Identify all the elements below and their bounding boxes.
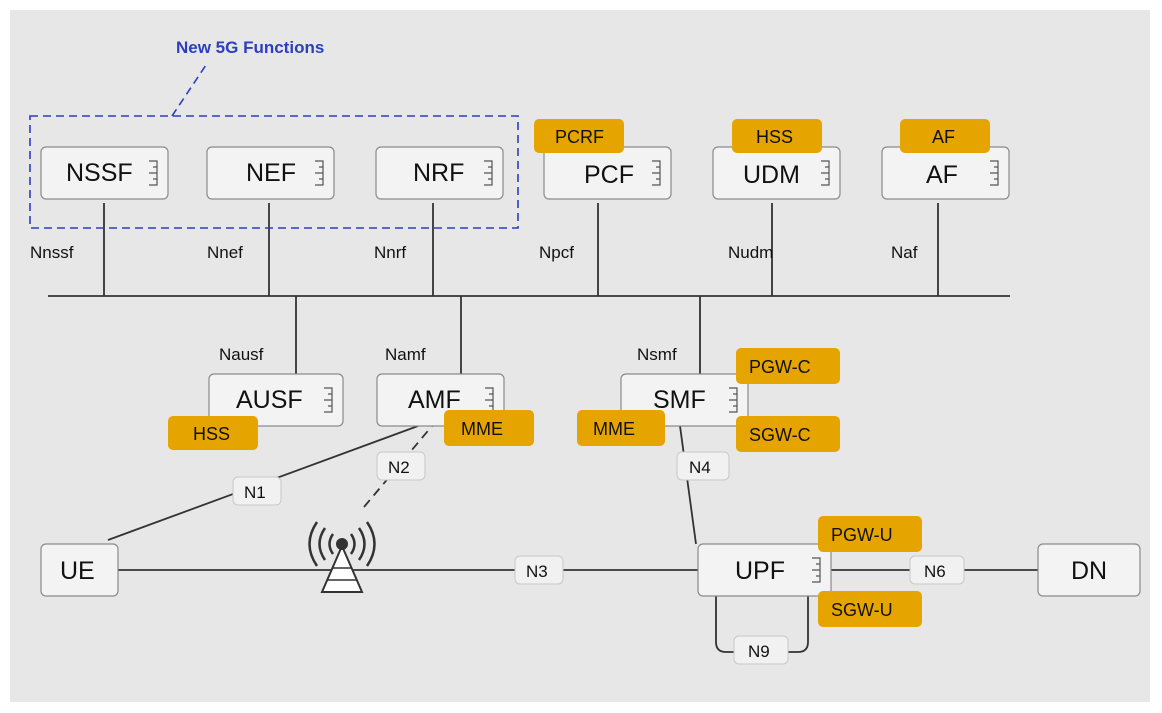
smf-label: SMF: [653, 386, 706, 414]
legacy-tag-hss-udm: HSS: [732, 119, 822, 153]
legacy-tag-sgw-c: SGW-C: [736, 416, 840, 452]
legacy-tag-hss-ausf: HSS: [168, 416, 258, 450]
service-port-icon: [990, 160, 999, 186]
dn-label: DN: [1071, 557, 1107, 585]
new-5g-functions-leader: [171, 61, 209, 117]
ausf-label: AUSF: [236, 386, 303, 414]
service-port-icon: [315, 160, 324, 186]
n4-link: [679, 425, 697, 545]
udm-label: UDM: [743, 161, 800, 189]
amf-label: AMF: [408, 386, 461, 414]
n9-label: N9: [748, 642, 770, 661]
mme-smf-label: MME: [593, 419, 635, 439]
gnb-antenna-icon: [308, 521, 376, 593]
legacy-tag-pcrf: PCRF: [534, 119, 624, 153]
af-legacy-label: AF: [932, 127, 955, 147]
sgw-u-label: SGW-U: [831, 600, 893, 620]
nf-nrf[interactable]: NRF: [375, 146, 504, 200]
nf-nef[interactable]: NEF: [206, 146, 335, 200]
pcrf-label: PCRF: [555, 127, 604, 147]
service-port-icon: [324, 387, 333, 413]
ref-point-n2: N2: [376, 451, 426, 481]
naf-label: Naf: [891, 243, 918, 262]
n6-label: N6: [924, 562, 946, 581]
legacy-tag-mme-smf: MME: [577, 410, 665, 446]
legacy-tag-mme-amf: MME: [444, 410, 534, 446]
nrf-label: NRF: [413, 159, 464, 187]
ref-point-n1: N1: [232, 476, 282, 506]
nnssf-label: Nnssf: [30, 243, 74, 262]
n1-label: N1: [244, 483, 266, 502]
nf-nssf[interactable]: NSSF: [40, 146, 169, 200]
n2-label: N2: [388, 458, 410, 477]
pgw-u-label: PGW-U: [831, 525, 893, 545]
pcf-label: PCF: [584, 161, 634, 189]
ue-label: UE: [60, 557, 95, 585]
pgw-c-label: PGW-C: [749, 357, 811, 377]
ref-point-n4: N4: [676, 451, 730, 481]
legacy-tag-pgw-c: PGW-C: [736, 348, 840, 384]
nf-af[interactable]: AF: [881, 146, 1010, 200]
n3-label: N3: [526, 562, 548, 581]
n4-label: N4: [689, 458, 711, 477]
legacy-tag-pgw-u: PGW-U: [818, 516, 922, 552]
sgw-c-label: SGW-C: [749, 425, 811, 445]
legacy-tag-af: AF: [900, 119, 990, 153]
nf-udm[interactable]: UDM: [712, 146, 841, 200]
ref-point-n3: N3: [514, 555, 564, 585]
service-port-icon: [149, 160, 158, 186]
npcf-label: Npcf: [539, 243, 574, 262]
mme-amf-label: MME: [461, 419, 503, 439]
nf-dn[interactable]: DN: [1037, 543, 1141, 597]
nausf-label: Nausf: [219, 345, 264, 364]
nf-ue[interactable]: UE: [40, 543, 119, 597]
service-port-icon: [652, 160, 661, 186]
service-port-icon: [821, 160, 830, 186]
upf-label: UPF: [735, 557, 785, 585]
hss-ausf-label: HSS: [193, 424, 230, 444]
namf-label: Namf: [385, 345, 426, 364]
af-label: AF: [926, 161, 958, 189]
nef-label: NEF: [246, 159, 296, 187]
service-port-icon: [729, 387, 738, 413]
nnrf-label: Nnrf: [374, 243, 406, 262]
service-port-icon: [812, 557, 821, 583]
new-5g-functions-label: New 5G Functions: [176, 38, 324, 57]
nf-upf[interactable]: UPF: [697, 543, 832, 597]
hss-udm-label: HSS: [756, 127, 793, 147]
nf-pcf[interactable]: PCF: [543, 146, 672, 200]
service-port-icon: [484, 160, 493, 186]
legacy-tag-sgw-u: SGW-U: [818, 591, 922, 627]
nssf-label: NSSF: [66, 159, 133, 187]
ref-point-n9: N9: [733, 635, 789, 665]
nf-ausf[interactable]: AUSF: [208, 373, 344, 427]
nnef-label: Nnef: [207, 243, 243, 262]
service-port-icon: [485, 387, 494, 413]
nudm-label: Nudm: [728, 243, 773, 262]
new-5g-functions-group: [29, 115, 519, 229]
ref-point-n6: N6: [909, 555, 965, 585]
nsmf-label: Nsmf: [637, 345, 677, 364]
